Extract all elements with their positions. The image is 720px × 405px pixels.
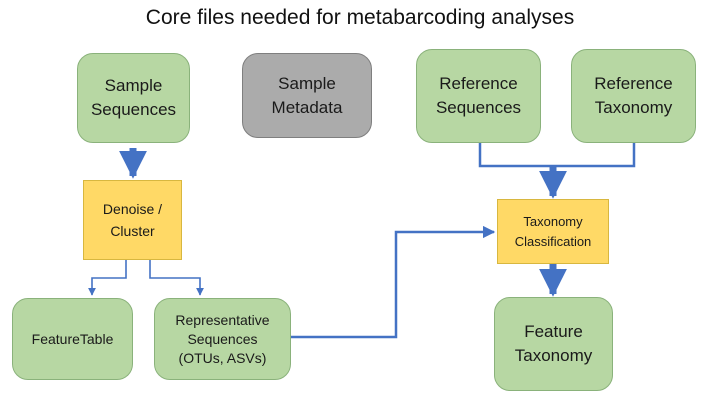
node-representative-sequences: Representative Sequences (OTUs, ASVs) — [154, 298, 291, 380]
node-feature-taxonomy: Feature Taxonomy — [494, 297, 613, 391]
node-denoise-cluster: Denoise / Cluster — [83, 180, 182, 260]
node-reference-sequences: Reference Sequences — [416, 49, 541, 143]
node-reference-taxonomy: Reference Taxonomy — [571, 49, 696, 143]
diagram-title: Core files needed for metabarcoding anal… — [145, 6, 575, 29]
edge-denoise-to-repseqs — [149, 260, 204, 296]
node-feature-table: FeatureTable — [12, 298, 133, 380]
edge-refseq-merge — [478, 142, 636, 168]
edge-denoise-to-featuretable — [88, 260, 127, 296]
node-sample-sequences: Sample Sequences — [77, 53, 190, 143]
node-sample-metadata: Sample Metadata — [242, 53, 372, 138]
node-taxonomy-classification: Taxonomy Classification — [497, 199, 609, 264]
edge-repseqs-to-classification — [290, 225, 496, 339]
